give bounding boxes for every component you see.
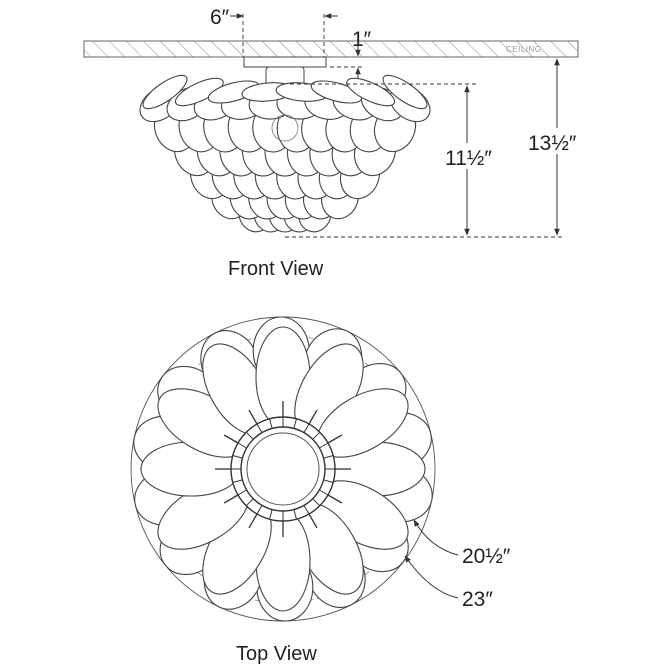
frame-struts [215,401,351,537]
frame-strut [237,489,247,496]
petal-arm [248,409,258,425]
outer-diameter-label: 23″ [462,588,493,611]
shade-height-label: 11½″ [445,147,492,170]
frame-strut [312,431,321,440]
inner-diameter-label: 20½″ [462,545,511,568]
frame-strut [256,505,263,515]
front-petal [310,80,363,104]
frame-strut [245,498,254,507]
top-view-caption: Top View [236,643,317,665]
frame-strut [232,455,243,459]
ceiling-slab [83,40,579,58]
canopy [243,56,327,68]
frame-strut [319,489,329,496]
frame-strut [237,442,247,449]
petal-arm [327,434,343,444]
petal-arm [223,434,239,444]
frame-strut [303,423,310,433]
frame-strut [323,455,334,459]
frame-strut [293,418,297,429]
frame-strut [269,509,273,520]
front-petal [382,74,428,110]
canopy-width-label: 6″ [210,6,230,29]
frame-strut [319,442,329,449]
petal-arm [308,513,318,529]
front-view-caption: Front View [228,258,324,280]
front-petal [142,74,188,110]
petal-arm [308,409,318,425]
frame-strut [303,505,310,515]
front-view: CEILING 6″ 1″ 11½″ 13½″ Front View [83,6,590,280]
frame-strut [245,431,254,440]
front-petal-cluster [139,74,431,233]
top-view: 20½″ 23″ Top View [130,316,511,665]
top-petal-rings [133,316,433,622]
canopy-height-label: 1″ [352,28,372,51]
petal-arm [327,494,343,504]
frame-strut [293,509,297,520]
frame-strut [269,418,273,429]
frame-strut [312,498,321,507]
petal-arm [223,494,239,504]
petal-arm [248,513,258,529]
frame-strut [323,479,334,483]
bulb-opening [246,432,320,506]
overall-height-label: 13½″ [528,132,577,155]
front-petal [174,77,224,107]
ceiling-label: CEILING [506,45,542,54]
front-bulb [271,114,299,142]
frame-strut [232,479,243,483]
frame-strut [256,423,263,433]
